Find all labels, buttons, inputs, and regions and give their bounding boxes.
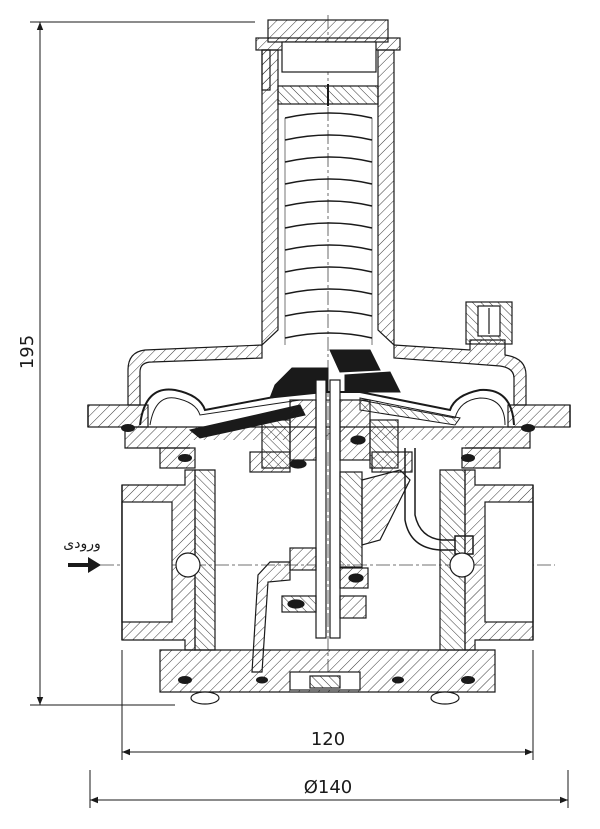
body-outline	[87, 405, 571, 640]
height-dimension	[30, 21, 255, 706]
spring-housing	[255, 19, 401, 347]
spring-coils	[284, 112, 373, 345]
inner-width-dimension-value: 120	[311, 729, 345, 750]
valve-body	[121, 447, 534, 705]
inlet-label: ورودی	[63, 536, 100, 552]
outer-diameter-dimension-value: Ø140	[304, 777, 353, 798]
valve-stem	[249, 379, 413, 673]
diaphragm-plate	[188, 349, 461, 439]
inner-width-dimension	[121, 650, 534, 760]
diaphragm-case	[87, 301, 571, 452]
height-dimension-value: 195	[17, 335, 38, 369]
outer-diameter-dimension	[89, 770, 569, 808]
inlet-arrow-icon	[68, 557, 101, 573]
